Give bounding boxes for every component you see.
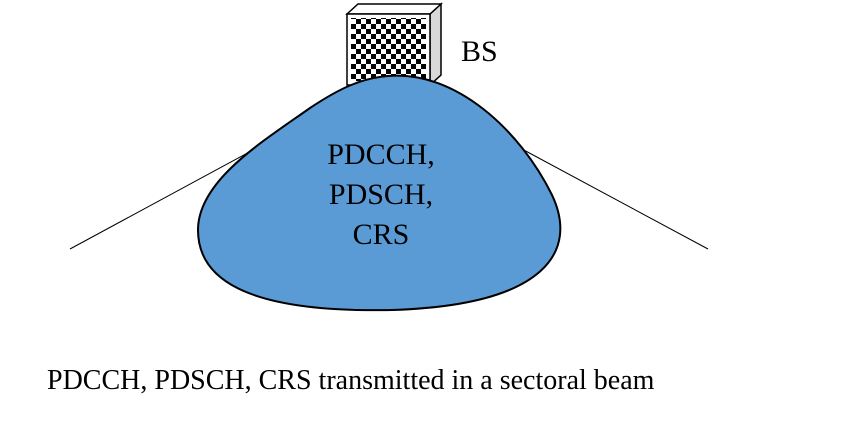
base-station-icon bbox=[345, 2, 443, 87]
base-station-label: BS bbox=[461, 35, 498, 68]
base-station-top-face bbox=[345, 3, 443, 15]
diagram-caption: PDCCH, PDSCH, CRS transmitted in a secto… bbox=[47, 365, 655, 396]
checkered-antenna-icon bbox=[351, 18, 426, 81]
sectoral-beam bbox=[196, 74, 562, 312]
beam-label-pdsch: PDSCH, bbox=[329, 178, 433, 211]
base-station-side-face bbox=[429, 2, 442, 87]
beam-label-pdcch: PDCCH, bbox=[327, 138, 435, 171]
beam-label-crs: CRS bbox=[353, 218, 410, 251]
